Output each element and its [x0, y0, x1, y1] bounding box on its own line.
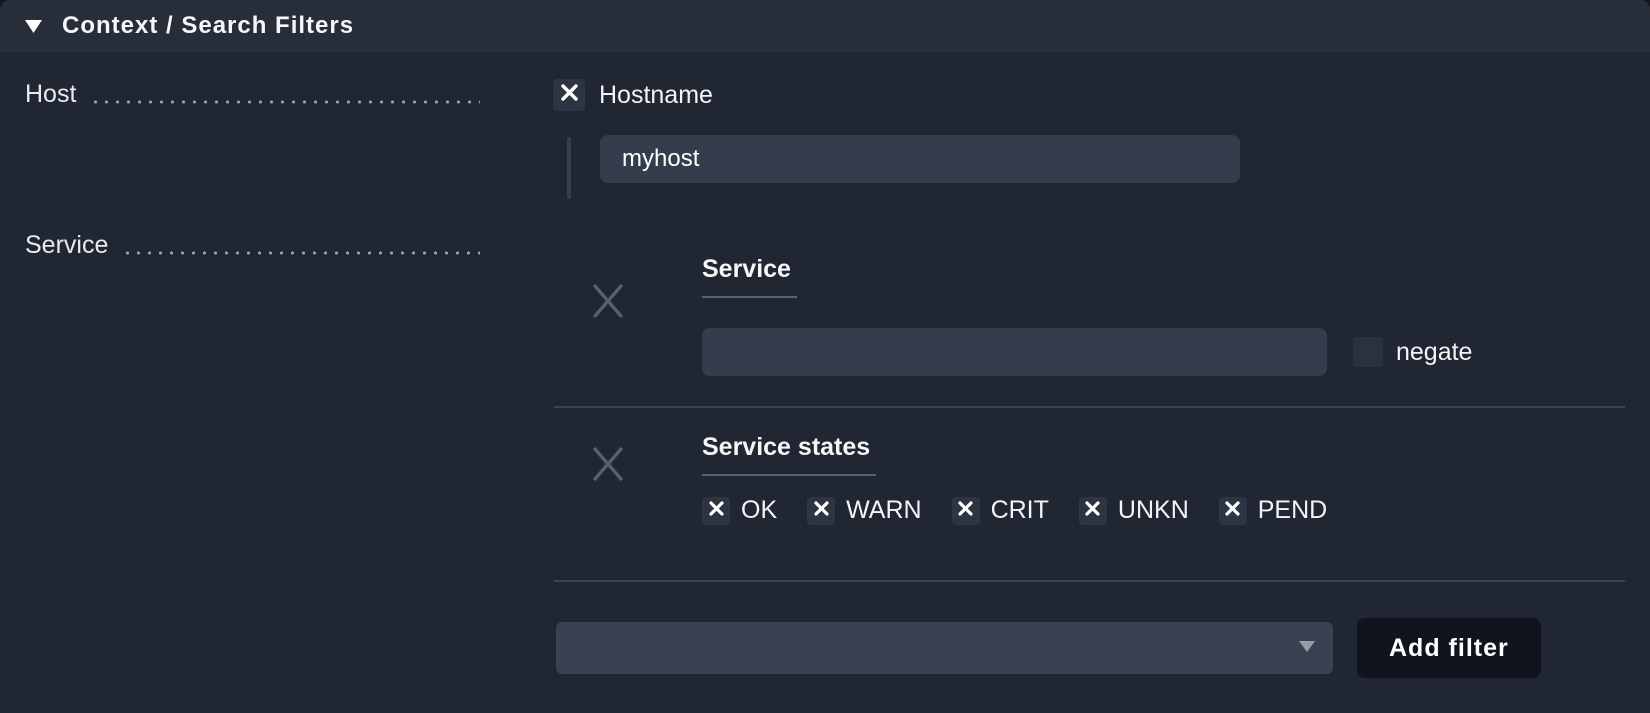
filter-select[interactable]	[556, 622, 1333, 674]
hostname-input-row	[545, 135, 1625, 199]
state-option-ok: OK	[702, 496, 777, 525]
checkbox-x-icon	[813, 500, 830, 522]
add-filter-row: Add filter	[545, 618, 1625, 678]
service-filter-row: Service Service	[25, 230, 1625, 678]
service-label-col: Service	[25, 230, 545, 678]
negate-label: negate	[1396, 337, 1473, 366]
dotted-leader	[122, 251, 480, 255]
hostname-input[interactable]	[600, 135, 1240, 183]
remove-service-states-filter-button[interactable]	[583, 443, 633, 490]
host-filter-content: Hostname	[545, 79, 1625, 199]
remove-service-filter-button[interactable]	[583, 280, 633, 327]
service-label: Service	[25, 231, 109, 259]
service-states-filter-body: Service states OK	[702, 408, 1625, 525]
filter-divider	[554, 406, 1625, 408]
state-label: UNKN	[1117, 496, 1189, 524]
hostname-filter-label: Hostname	[599, 80, 713, 109]
dotted-leader	[90, 100, 480, 104]
negate-checkbox[interactable]	[1353, 337, 1383, 367]
filter-divider	[554, 580, 1625, 582]
service-states-filter-block: Service states OK	[545, 408, 1625, 525]
service-input[interactable]	[702, 328, 1327, 376]
section-title: Context / Search Filters	[62, 12, 355, 39]
state-label: WARN	[846, 496, 922, 524]
checkbox-x-icon	[1224, 500, 1241, 522]
checkbox-x-icon	[957, 500, 974, 522]
collapse-triangle-icon[interactable]	[25, 19, 42, 33]
service-filter-block: Service negate	[545, 230, 1625, 376]
state-label: OK	[741, 496, 778, 524]
filter-title: Service	[702, 255, 797, 298]
state-label: CRIT	[990, 496, 1049, 524]
checkbox-x-icon	[708, 500, 725, 522]
checkbox-x-icon	[1084, 500, 1101, 522]
host-label-col: Host	[25, 79, 545, 199]
state-checkbox-warn[interactable]	[807, 496, 836, 525]
state-option-unkn: UNKN	[1078, 496, 1189, 525]
state-label: PEND	[1257, 496, 1328, 524]
state-checkbox-ok[interactable]	[702, 496, 730, 525]
host-label: Host	[25, 80, 77, 108]
state-checkbox-unkn[interactable]	[1078, 496, 1107, 525]
add-filter-button[interactable]: Add filter	[1357, 618, 1541, 678]
service-states-row: OK WARN	[702, 496, 1357, 525]
indent-line	[567, 137, 571, 199]
section-header[interactable]: Context / Search Filters	[0, 0, 1650, 52]
chevron-down-icon	[1299, 639, 1315, 657]
checkbox-x-icon	[560, 83, 579, 107]
state-option-pend: PEND	[1218, 496, 1328, 525]
host-filter-row: Host Hostname	[25, 79, 1625, 199]
state-option-warn: WARN	[807, 496, 922, 525]
state-checkbox-crit[interactable]	[951, 496, 980, 525]
panel-content: Host Hostname	[0, 79, 1650, 678]
negate-control: negate	[1353, 337, 1472, 367]
hostname-checkbox[interactable]	[553, 79, 585, 111]
service-filter-body: Service negate	[702, 230, 1625, 376]
state-checkbox-pend[interactable]	[1218, 496, 1247, 525]
state-option-crit: CRIT	[951, 496, 1049, 525]
filter-title: Service states	[702, 433, 877, 476]
remove-x-icon	[590, 443, 626, 490]
service-input-row: negate	[702, 328, 1625, 376]
service-filters-content: Service negate	[545, 230, 1625, 678]
remove-x-icon	[590, 280, 626, 327]
hostname-filter-header: Hostname	[553, 79, 1625, 111]
